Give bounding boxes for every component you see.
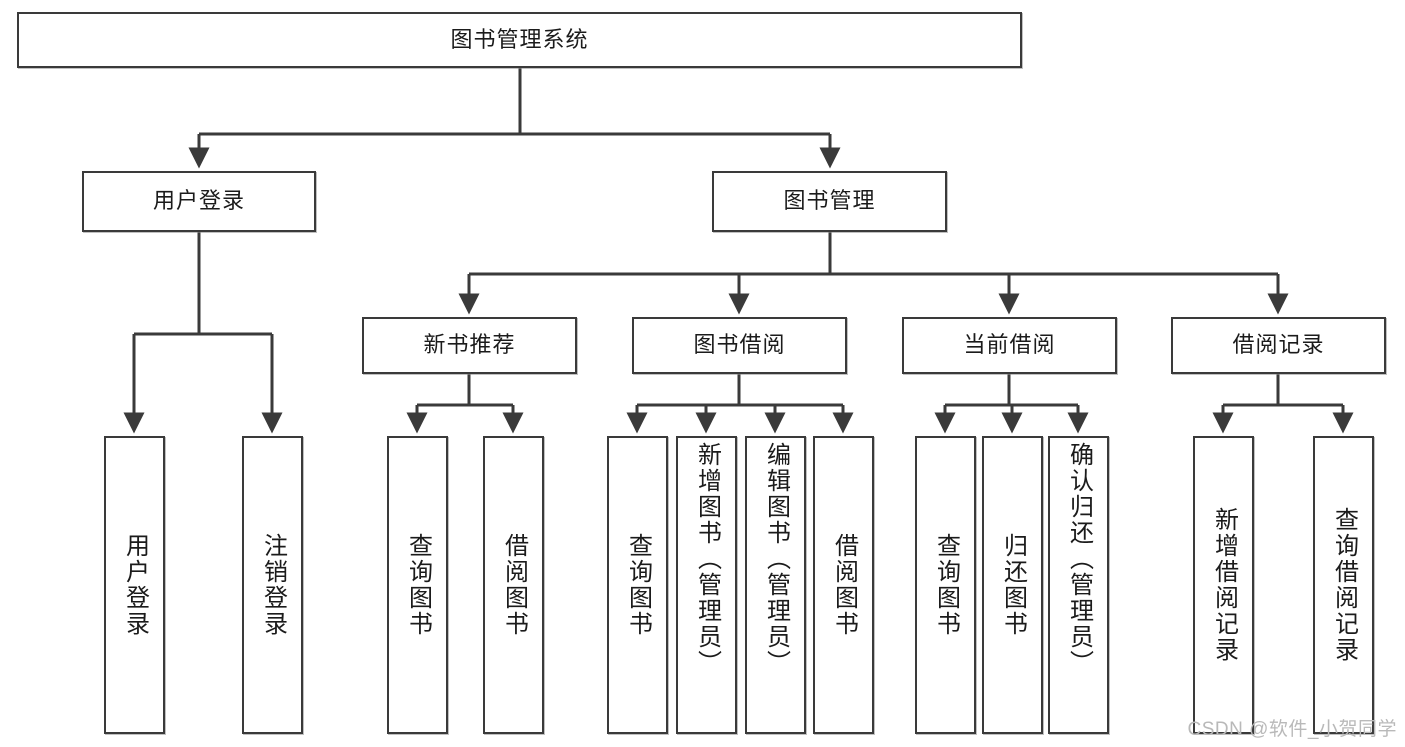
node-label: 查询借阅记录 bbox=[1330, 507, 1358, 663]
leaf-current-query-book[interactable]: 查询图书 bbox=[915, 436, 976, 734]
csdn-watermark: CSDN @软件_小贺同学 bbox=[1187, 719, 1397, 740]
node-current-borrow[interactable]: 当前借阅 bbox=[902, 317, 1117, 374]
node-label: 借阅图书 bbox=[830, 533, 858, 637]
node-borrow-record[interactable]: 借阅记录 bbox=[1171, 317, 1386, 374]
node-label: 查询图书 bbox=[404, 533, 432, 637]
leaf-current-return-book[interactable]: 归还图书 bbox=[982, 436, 1043, 734]
node-label: 编辑图书（管理员） bbox=[762, 442, 790, 676]
node-book-management[interactable]: 图书管理 bbox=[712, 171, 947, 232]
leaf-borrow-query-book[interactable]: 查询图书 bbox=[607, 436, 668, 734]
leaf-borrow-borrow-book[interactable]: 借阅图书 bbox=[813, 436, 874, 734]
node-label: 用户登录 bbox=[152, 188, 245, 214]
leaf-new-book-query[interactable]: 查询图书 bbox=[387, 436, 448, 734]
node-label: 图书管理系统 bbox=[450, 26, 589, 52]
node-label: 借阅记录 bbox=[1232, 332, 1325, 358]
node-book-borrow[interactable]: 图书借阅 bbox=[632, 317, 847, 374]
node-user-login[interactable]: 用户登录 bbox=[82, 171, 316, 232]
node-label: 当前借阅 bbox=[963, 332, 1056, 358]
leaf-current-confirm-return-admin[interactable]: 确认归还（管理员） bbox=[1048, 436, 1109, 734]
node-label: 注销登录 bbox=[259, 533, 287, 637]
leaf-record-query-record[interactable]: 查询借阅记录 bbox=[1313, 436, 1374, 734]
leaf-borrow-edit-book-admin[interactable]: 编辑图书（管理员） bbox=[745, 436, 806, 734]
leaf-user-login-signout[interactable]: 注销登录 bbox=[242, 436, 303, 734]
node-label: 新增图书（管理员） bbox=[693, 442, 721, 676]
node-label: 查询图书 bbox=[624, 533, 652, 637]
leaf-new-book-borrow[interactable]: 借阅图书 bbox=[483, 436, 544, 734]
node-label: 归还图书 bbox=[999, 533, 1027, 637]
node-label: 新增借阅记录 bbox=[1210, 507, 1238, 663]
node-label: 确认归还（管理员） bbox=[1065, 442, 1093, 676]
leaf-borrow-add-book-admin[interactable]: 新增图书（管理员） bbox=[676, 436, 737, 734]
leaf-user-login-signin[interactable]: 用户登录 bbox=[104, 436, 165, 734]
node-label: 新书推荐 bbox=[423, 332, 516, 358]
node-new-book-recommend[interactable]: 新书推荐 bbox=[362, 317, 577, 374]
node-label: 用户登录 bbox=[121, 533, 149, 637]
node-label: 图书管理 bbox=[783, 188, 876, 214]
node-label: 借阅图书 bbox=[500, 533, 528, 637]
node-root-system[interactable]: 图书管理系统 bbox=[17, 12, 1022, 68]
node-label: 查询图书 bbox=[932, 533, 960, 637]
node-label: 图书借阅 bbox=[693, 332, 786, 358]
leaf-record-add-record[interactable]: 新增借阅记录 bbox=[1193, 436, 1254, 734]
